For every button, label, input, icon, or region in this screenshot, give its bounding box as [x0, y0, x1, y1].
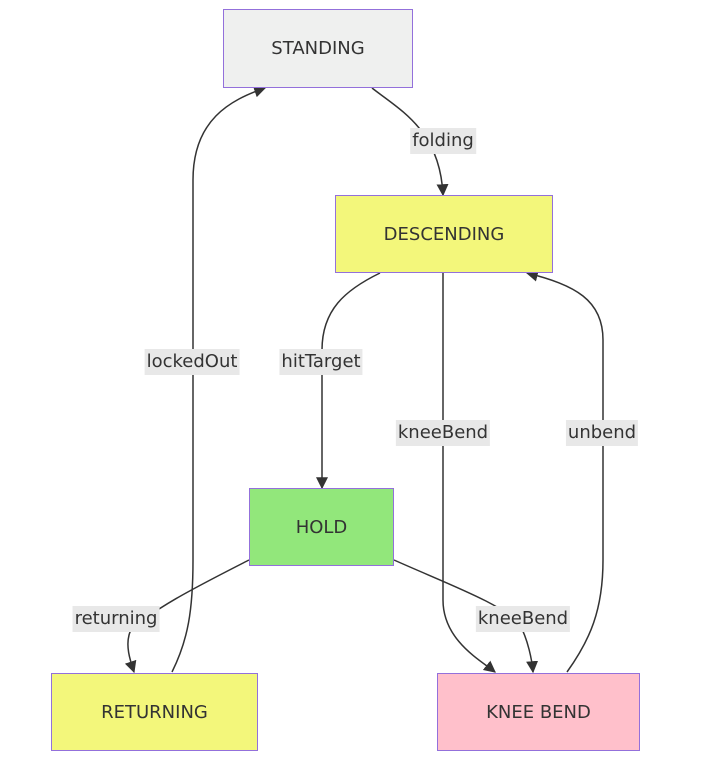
edge-label-knee-bend-2: kneeBend	[475, 606, 571, 632]
edge-folding	[371, 87, 449, 197]
edge-label-folding: folding	[410, 128, 476, 154]
edge-locked-out	[171, 85, 267, 673]
state-hold-label: HOLD	[295, 516, 348, 538]
state-knee-bend-label: KNEE BEND	[486, 701, 591, 723]
edge-hit-target	[316, 272, 381, 490]
state-returning[interactable]: RETURNING	[51, 673, 258, 751]
edge-unbend	[525, 269, 604, 673]
state-hold[interactable]: HOLD	[249, 488, 394, 566]
edge-label-locked-out: lockedOut	[144, 349, 240, 375]
state-standing-label: STANDING	[271, 38, 365, 59]
state-descending-label: DESCENDING	[383, 223, 505, 245]
edge-knee-bend-1	[442, 273, 496, 673]
edge-label-hit-target: hitTarget	[279, 349, 363, 375]
state-knee-bend[interactable]: KNEE BEND	[437, 673, 640, 751]
state-descending[interactable]: DESCENDING	[335, 195, 553, 273]
edge-label-knee-bend-1: kneeBend	[395, 420, 491, 446]
state-returning-label: RETURNING	[101, 701, 208, 723]
edge-label-unbend: unbend	[565, 420, 639, 446]
state-standing[interactable]: STANDING	[223, 9, 413, 88]
edge-label-returning: returning	[72, 606, 160, 632]
